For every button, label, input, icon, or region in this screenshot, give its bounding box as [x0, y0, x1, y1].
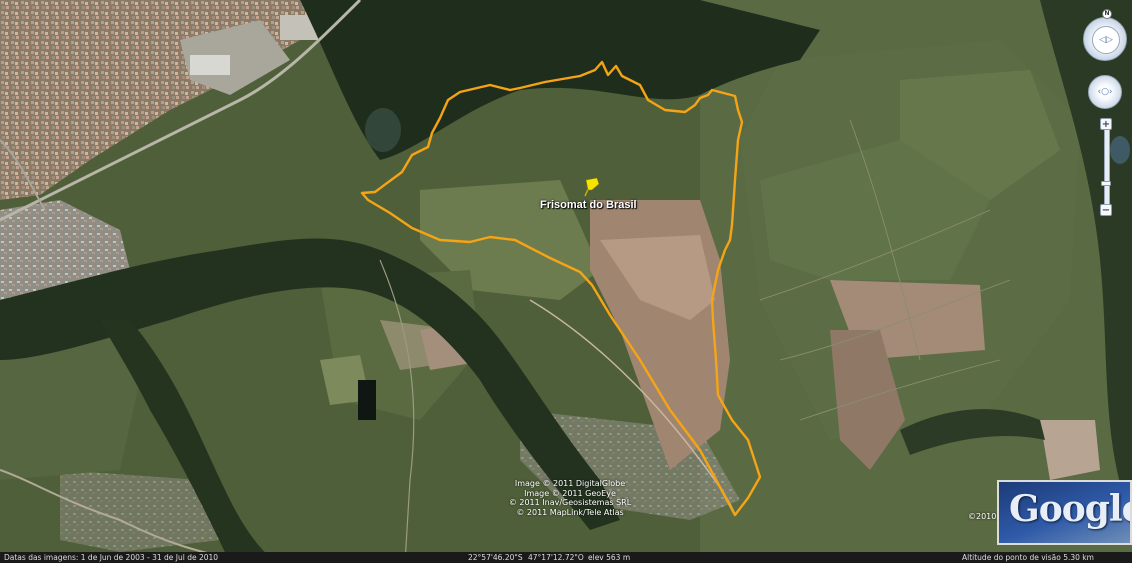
- pushpin-icon[interactable]: [584, 177, 600, 197]
- copyright-year: ©2010: [968, 512, 997, 521]
- zoom-thumb[interactable]: [1101, 180, 1111, 186]
- credit-line: Image © 2011 GeoEye: [524, 488, 616, 498]
- pan-arrows-icon[interactable]: ◁▷: [1092, 26, 1120, 54]
- placemark-label[interactable]: Frisomat do Brasil: [540, 199, 637, 211]
- latitude-readout: 22°57'46.20"S: [468, 553, 523, 562]
- zoom-track-bar[interactable]: [1104, 126, 1110, 210]
- zoom-out-button[interactable]: −: [1100, 204, 1112, 216]
- credit-line: © 2011 MapLink/Tele Atlas: [516, 507, 624, 517]
- credit-line: © 2011 Inav/Geosistemas SRL: [508, 498, 632, 507]
- status-bar: Datas das imagens: 1 de Jun de 2003 - 31…: [0, 552, 1132, 563]
- navigation-ring[interactable]: N ◁▷: [1083, 9, 1127, 61]
- longitude-readout: 47°17'12.72"O: [528, 553, 584, 562]
- imagery-dates: Datas das imagens: 1 de Jun de 2003 - 31…: [4, 553, 219, 562]
- look-around-control[interactable]: ‹○›: [1088, 75, 1122, 109]
- north-indicator[interactable]: N: [1102, 9, 1112, 19]
- google-logo: Google: [997, 480, 1132, 545]
- zoom-in-button[interactable]: +: [1100, 118, 1112, 130]
- zoom-slider[interactable]: + −: [1100, 118, 1112, 216]
- eye-altitude-readout: Altitude do ponto de visão 5.30 km: [962, 553, 1094, 562]
- credit-line: Image © 2011 DigitalGlobe: [514, 479, 626, 488]
- property-boundary[interactable]: [360, 60, 762, 517]
- imagery-credits: Image © 2011 DigitalGlobe Image © 2011 G…: [490, 479, 650, 517]
- elevation-readout: elev 563 m: [588, 553, 631, 562]
- google-logo-text: Google: [1009, 488, 1132, 530]
